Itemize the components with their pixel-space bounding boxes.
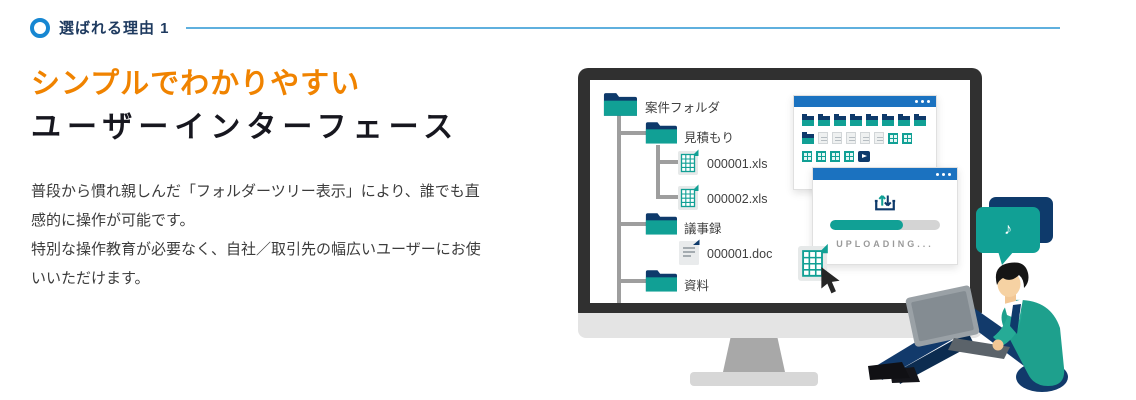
folder-icon <box>882 114 894 126</box>
folder-icon <box>914 114 926 126</box>
spreadsheet-file-icon <box>678 149 700 175</box>
folder-icon <box>818 114 830 126</box>
tree-file-label: 000002.xls <box>707 192 768 206</box>
tree-connector <box>619 131 647 135</box>
tree-connector <box>658 160 680 164</box>
uploading-label: UPLOADING... <box>836 239 934 249</box>
folder-icon <box>802 114 814 126</box>
section-label: 選ばれる理由 1 <box>59 20 170 37</box>
tree-folder-label: 見積もり <box>684 131 735 145</box>
upload-icon <box>873 189 897 213</box>
heading-main: ユーザーインターフェース <box>31 111 460 144</box>
person-with-laptop-illustration <box>868 262 1068 392</box>
window-titlebar <box>794 96 936 107</box>
description-paragraph-1: 普段から慣れ親しんだ「フォルダーツリー表示」により、誰でも直感的に操作が可能です… <box>31 183 480 229</box>
folder-icon <box>645 210 677 236</box>
icon-grid-row <box>802 151 928 162</box>
doc-icon <box>832 132 842 144</box>
doc-icon <box>818 132 828 144</box>
folder-icon <box>603 90 637 117</box>
xls-icon <box>844 151 854 162</box>
tree-connector <box>619 279 647 283</box>
xls-icon <box>816 151 826 162</box>
header-divider-line <box>185 26 1060 29</box>
icon-grid-row <box>802 114 928 126</box>
tree-root-label: 案件フォルダ <box>645 101 721 115</box>
spreadsheet-file-icon <box>678 184 700 210</box>
mouse-cursor-icon <box>818 266 844 296</box>
tree-file-label: 000001.xls <box>707 157 768 171</box>
file-icon-grid <box>794 107 936 162</box>
window-titlebar <box>813 168 957 180</box>
tree-file-label: 000001.doc <box>707 247 773 261</box>
folder-icon <box>866 114 878 126</box>
folder-icon <box>834 114 846 126</box>
upload-content: UPLOADING... <box>813 180 957 249</box>
document-file-icon <box>679 239 701 265</box>
description-paragraph-2: 特別な操作教育が必要なく、自社／取引先の幅広いユーザーにお使いいただけます。 <box>31 241 481 287</box>
xls-icon <box>902 133 912 144</box>
ring-bullet-icon <box>30 17 50 38</box>
tree-folder-label: 資料 <box>684 279 710 293</box>
tree-connector <box>617 114 621 303</box>
play-icon <box>858 151 870 162</box>
window-dots-icon <box>933 172 951 176</box>
tree-folder-label: 議事録 <box>684 222 722 236</box>
folder-icon <box>645 267 677 293</box>
folder-icon <box>898 114 910 126</box>
music-note-icon: ♪ <box>1004 221 1012 238</box>
monitor-stand-base <box>690 372 818 386</box>
xls-icon <box>830 151 840 162</box>
upload-progress-bar <box>830 220 940 230</box>
folder-icon <box>850 114 862 126</box>
icon-grid-row <box>802 132 928 144</box>
upload-window: UPLOADING... <box>812 167 958 265</box>
tree-connector <box>658 195 680 199</box>
xls-icon <box>802 151 812 162</box>
upload-progress-fill <box>830 220 903 230</box>
tree-connector <box>656 145 660 199</box>
description: 普段から慣れ親しんだ「フォルダーツリー表示」により、誰でも直感的に操作が可能です… <box>31 177 493 293</box>
speech-bubble: ♪ <box>976 207 1040 265</box>
tree-connector <box>619 222 647 226</box>
folder-icon <box>802 132 814 144</box>
folder-icon <box>645 119 677 145</box>
doc-icon <box>860 132 870 144</box>
window-dots-icon <box>912 100 930 103</box>
doc-icon <box>874 132 884 144</box>
doc-icon <box>846 132 856 144</box>
xls-icon <box>888 133 898 144</box>
monitor-stand <box>723 338 785 372</box>
heading-accent: シンプルでわかりやすい <box>31 68 361 100</box>
section-header: 選ばれる理由 1 <box>30 17 1136 38</box>
